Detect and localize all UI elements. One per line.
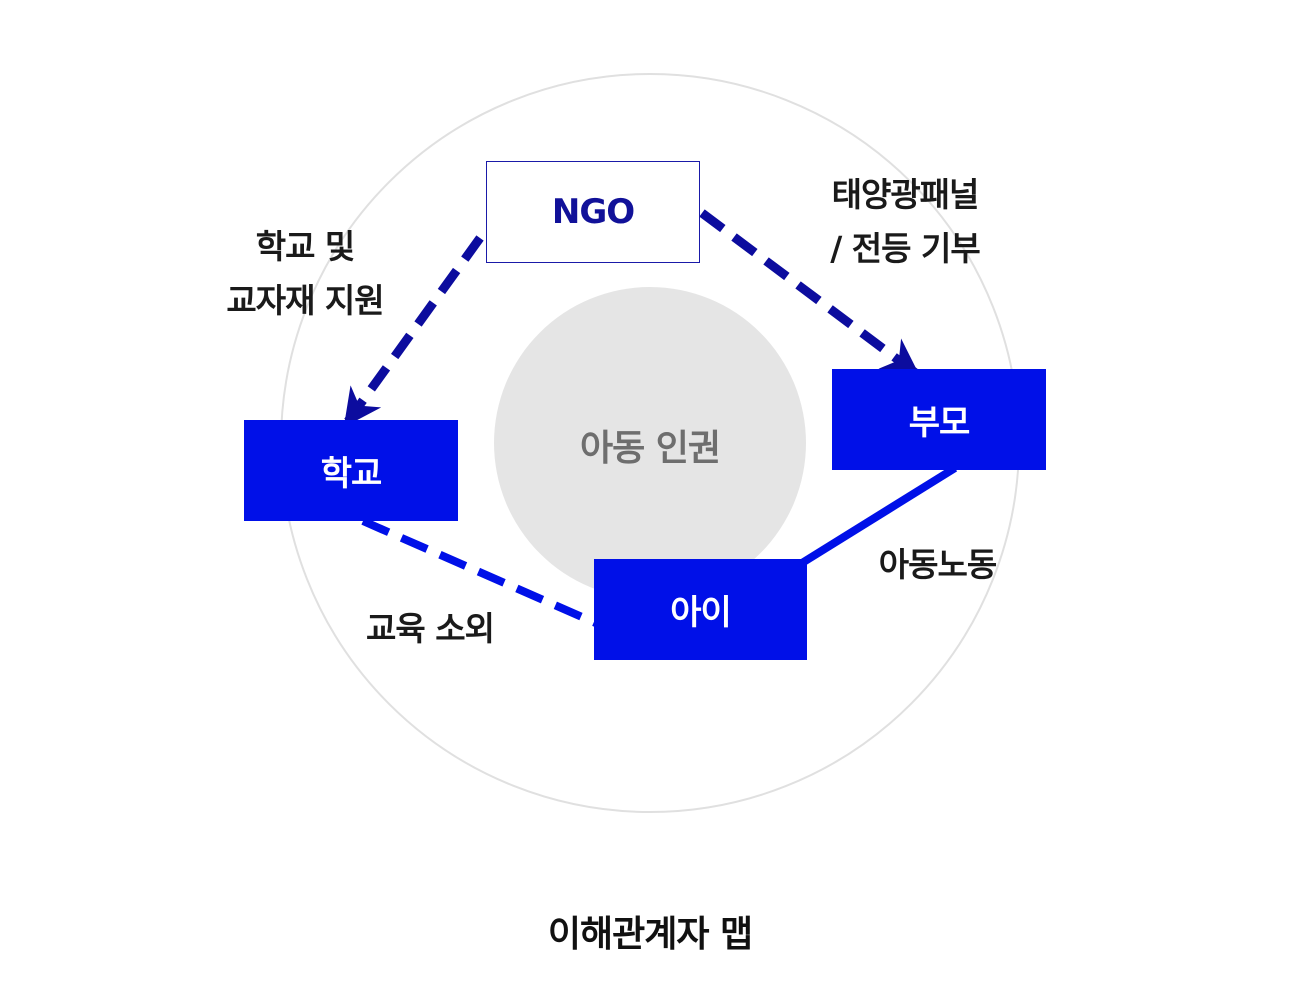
center-circle — [494, 287, 806, 599]
node-parent: 부모 — [832, 369, 1046, 470]
parent-child-link — [799, 464, 958, 567]
node-ngo: NGO — [486, 161, 700, 263]
edge-label-solar-donation-line-2: / 전등 기부 — [830, 229, 980, 268]
edge-label-child-labor: 아동노동 — [878, 545, 997, 584]
node-school: 학교 — [244, 420, 458, 521]
edge-label-solar-donation-line-1: 태양광패널 — [831, 175, 980, 214]
school-child-link — [361, 517, 600, 628]
edge-label-school-support: 학교 및 교자재 지원 — [190, 220, 420, 328]
edge-label-solar-donation: 태양광패널 / 전등 기부 — [790, 168, 1020, 276]
edge-label-education-exclusion: 교육 소외 — [366, 609, 495, 648]
node-child: 아이 — [594, 559, 807, 660]
map-title: 이해관계자 맵 — [547, 914, 753, 955]
edge-label-school-support-line-2: 교자재 지원 — [226, 281, 384, 320]
center-label: 아동 인권 — [579, 428, 721, 469]
ngo-to-parent-arrow — [699, 209, 921, 378]
edge-label-school-support-line-1: 학교 및 — [255, 227, 356, 266]
